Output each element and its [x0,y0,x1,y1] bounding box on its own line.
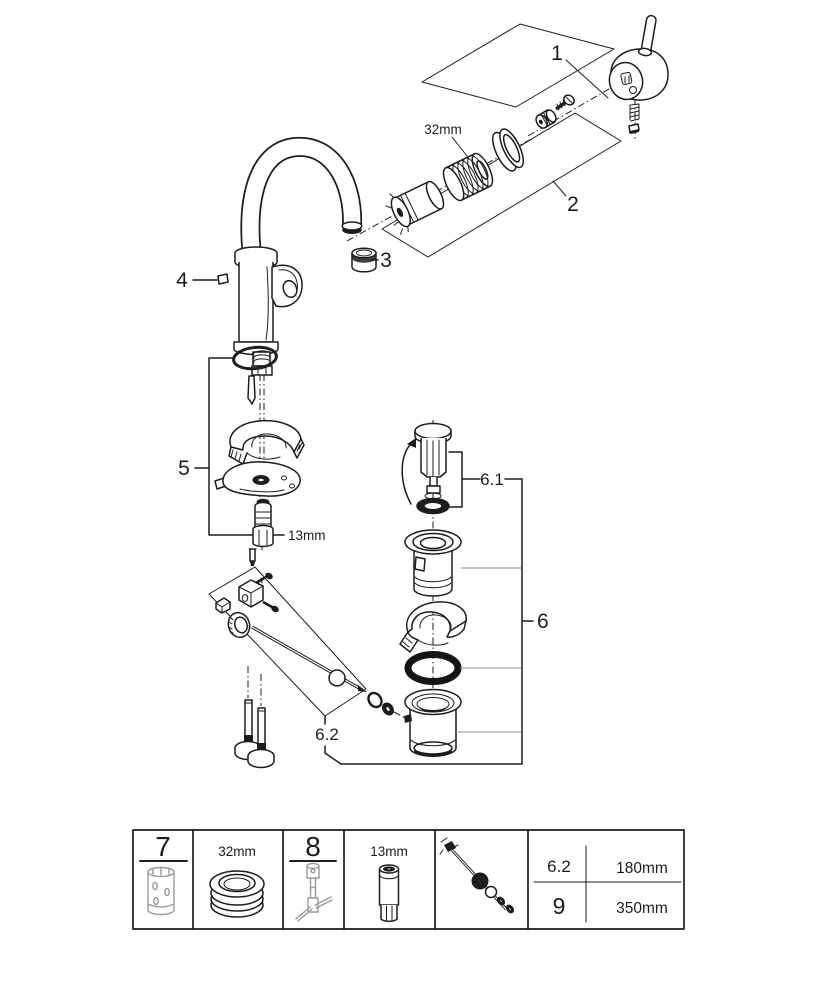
handle-adapter [535,109,557,129]
faucet-spout [240,136,363,266]
table-13mm-label: 13mm [370,844,408,859]
rod-9-icon [439,837,515,914]
callout-6-label: 6 [537,610,549,633]
drain-o-ring [404,651,462,685]
cartridge [385,180,445,235]
callout-2-label: 2 [567,193,579,216]
callout-3-label: 3 [380,249,392,272]
mounting-stud [248,548,257,566]
dim-13mm-label: 13mm [288,528,326,543]
base-o-ring [232,345,278,371]
ring-32mm-icon [209,870,265,918]
rod-cap-nut [215,597,231,614]
handle-screw [554,94,575,111]
mounting-bracket-5: 5 13mm [178,357,326,543]
dim-32mm: 32mm [424,122,468,157]
handle-cap [628,123,640,134]
threaded-ring-32mm [442,152,494,202]
table-cell-tool8: 8 [289,831,337,922]
tool-7-icon [147,866,175,916]
rod-clamp [238,572,279,613]
wedge-gasket [399,601,467,653]
trim-ring [491,128,525,172]
pull-rods [234,699,275,769]
body-shank-and-hose [232,345,278,405]
table-cell-rod [439,837,515,914]
drain-plug [401,422,452,515]
horseshoe-washer [214,461,301,497]
callout-3: 3 [371,249,392,272]
callout-1-label: 1 [551,42,563,65]
rod-dark-ring [381,702,395,716]
callout-4: 4 [176,269,218,292]
bracket-6: 6 [340,478,549,765]
callout-1: 1 [551,42,609,99]
drain-flange [404,529,462,597]
socket-13mm-icon [378,864,400,923]
handle-assembly [535,14,669,134]
aerator [351,247,377,273]
drain-body [404,688,462,757]
knurled-ring [227,611,251,639]
spec-row1-ref: 6.2 [547,857,571,876]
handle-spring [629,103,640,122]
rod-assembly [215,572,395,716]
faucet-body [217,246,303,356]
table-cell-ring32: 32mm [209,844,265,918]
callout-6-2-label: 6.2 [315,725,339,744]
callout-4-label: 4 [176,269,188,292]
callout-5-label: 5 [178,457,190,480]
callout-6-1-label: 6.1 [480,470,504,489]
bracket-6-1: 6.1 [448,451,523,508]
table-cell-tool7: 7 [139,831,188,916]
table-32mm-label: 32mm [218,844,256,859]
body-pin [217,273,229,285]
group-plane-rod [208,566,367,717]
tool-8-icon [295,862,333,922]
supply-hose [247,375,256,405]
spec-row2-length: 350mm [616,900,668,917]
mounting-nut-13mm [252,498,274,548]
dim-32mm-label: 32mm [424,122,462,137]
rod-o-ring [367,691,383,709]
horseshoe-gasket [228,419,305,465]
horizontal-rod [251,625,367,692]
table-cell-specs: 6.2 180mm 9 350mm [533,845,682,923]
spec-row2-ref: 9 [553,893,566,919]
table-cell-socket13: 13mm [370,844,408,923]
tools-table: 7 32mm 8 [132,829,685,930]
tool-7-number: 7 [155,831,171,862]
group-plane-handle [421,23,615,108]
spec-row1-length: 180mm [616,860,668,877]
pull-rod-long [247,707,275,769]
callout-2: 2 [552,180,579,216]
bracket-6-2: 6.2 [315,715,342,765]
tool-8-number: 8 [305,831,321,862]
